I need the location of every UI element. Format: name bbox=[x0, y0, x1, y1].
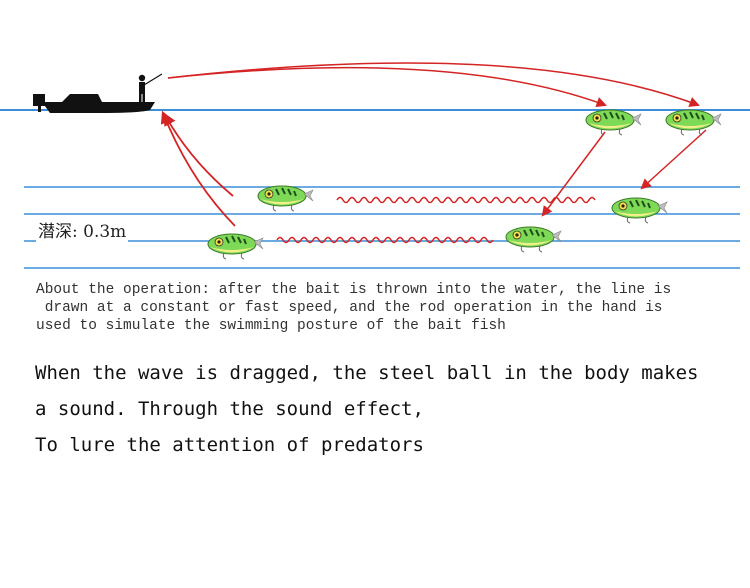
operation-line: About the operation: after the bait is t… bbox=[36, 282, 672, 298]
sound-line: To lure the attention of predators bbox=[35, 434, 424, 456]
retrieve-arrow-lower bbox=[160, 110, 236, 227]
sink-arrow-1 bbox=[541, 131, 606, 217]
fishing-lure-icon bbox=[585, 109, 642, 136]
retrieve-arrow-upper bbox=[163, 112, 234, 197]
angler-icon bbox=[138, 73, 163, 102]
operation-description: About the operation: after the bait is t… bbox=[36, 281, 736, 335]
depth-label: 潜深: 0.3m bbox=[36, 217, 129, 242]
fishing-lure-icon bbox=[665, 109, 722, 136]
operation-line: used to simulate the swimming posture of… bbox=[36, 318, 506, 334]
cast-arrows bbox=[167, 62, 707, 217]
sound-line: When the wave is dragged, the steel ball… bbox=[35, 362, 699, 384]
sound-description: When the wave is dragged, the steel ball… bbox=[35, 355, 747, 463]
sink-arrow-2 bbox=[640, 129, 707, 190]
fishing-lure-icon bbox=[611, 197, 668, 224]
operation-line: drawn at a constant or fast speed, and t… bbox=[36, 300, 663, 316]
wave-path-upper bbox=[336, 196, 596, 204]
fishing-lure-icon bbox=[207, 233, 264, 260]
cast-arrow-far bbox=[167, 62, 700, 107]
retrieve-arrows bbox=[160, 110, 236, 227]
sound-line: a sound. Through the sound effect, bbox=[35, 398, 424, 420]
wave-path-lower bbox=[276, 236, 494, 244]
water-lines bbox=[0, 109, 750, 269]
fishing-lure-icon bbox=[505, 226, 562, 253]
boat-icon bbox=[33, 94, 155, 113]
wave-paths bbox=[276, 196, 596, 244]
cast-arrow-near bbox=[167, 66, 607, 108]
fishing-lure-icon bbox=[257, 185, 314, 212]
retrieve-diagram bbox=[0, 62, 750, 269]
